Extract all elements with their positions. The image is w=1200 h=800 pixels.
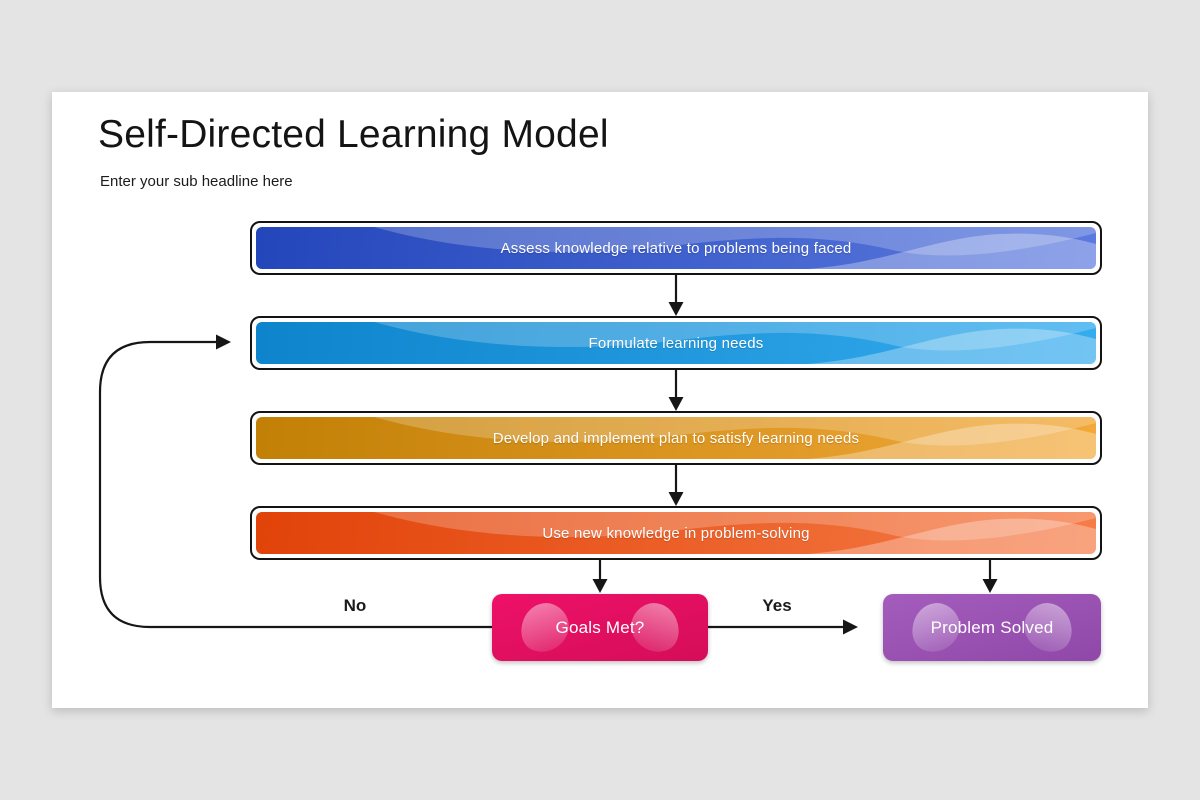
step-label: Develop and implement plan to satisfy le… (492, 429, 860, 447)
step-label: Assess knowledge relative to problems be… (500, 239, 852, 257)
step-formulate-needs-fill: Formulate learning needs (256, 322, 1096, 364)
branch-label-yes: Yes (762, 596, 792, 615)
page-title: Self-Directed Learning Model (98, 113, 609, 156)
wave-decoration (374, 417, 1096, 459)
wave-decoration (374, 512, 1096, 554)
step-assess-knowledge-fill: Assess knowledge relative to problems be… (256, 227, 1096, 269)
outcome-problem-solved: Problem Solved (883, 594, 1101, 661)
decision-goals-met: Goals Met? (492, 594, 708, 661)
step-label: Formulate learning needs (588, 334, 764, 352)
step-use-knowledge-fill: Use new knowledge in problem-solving (256, 512, 1096, 554)
step-develop-plan: Develop and implement plan to satisfy le… (250, 411, 1102, 465)
step-formulate-needs: Formulate learning needs (250, 316, 1102, 370)
page-subtitle: Enter your sub headline here (100, 173, 293, 190)
step-label: Use new knowledge in problem-solving (542, 524, 810, 542)
wave-decoration (374, 322, 1096, 364)
branch-label-no: No (343, 596, 367, 615)
outcome-label: Problem Solved (930, 617, 1054, 637)
step-use-knowledge: Use new knowledge in problem-solving (250, 506, 1102, 560)
wave-decoration (374, 227, 1096, 269)
step-assess-knowledge: Assess knowledge relative to problems be… (250, 221, 1102, 275)
step-develop-plan-fill: Develop and implement plan to satisfy le… (256, 417, 1096, 459)
decision-label: Goals Met? (555, 617, 645, 637)
